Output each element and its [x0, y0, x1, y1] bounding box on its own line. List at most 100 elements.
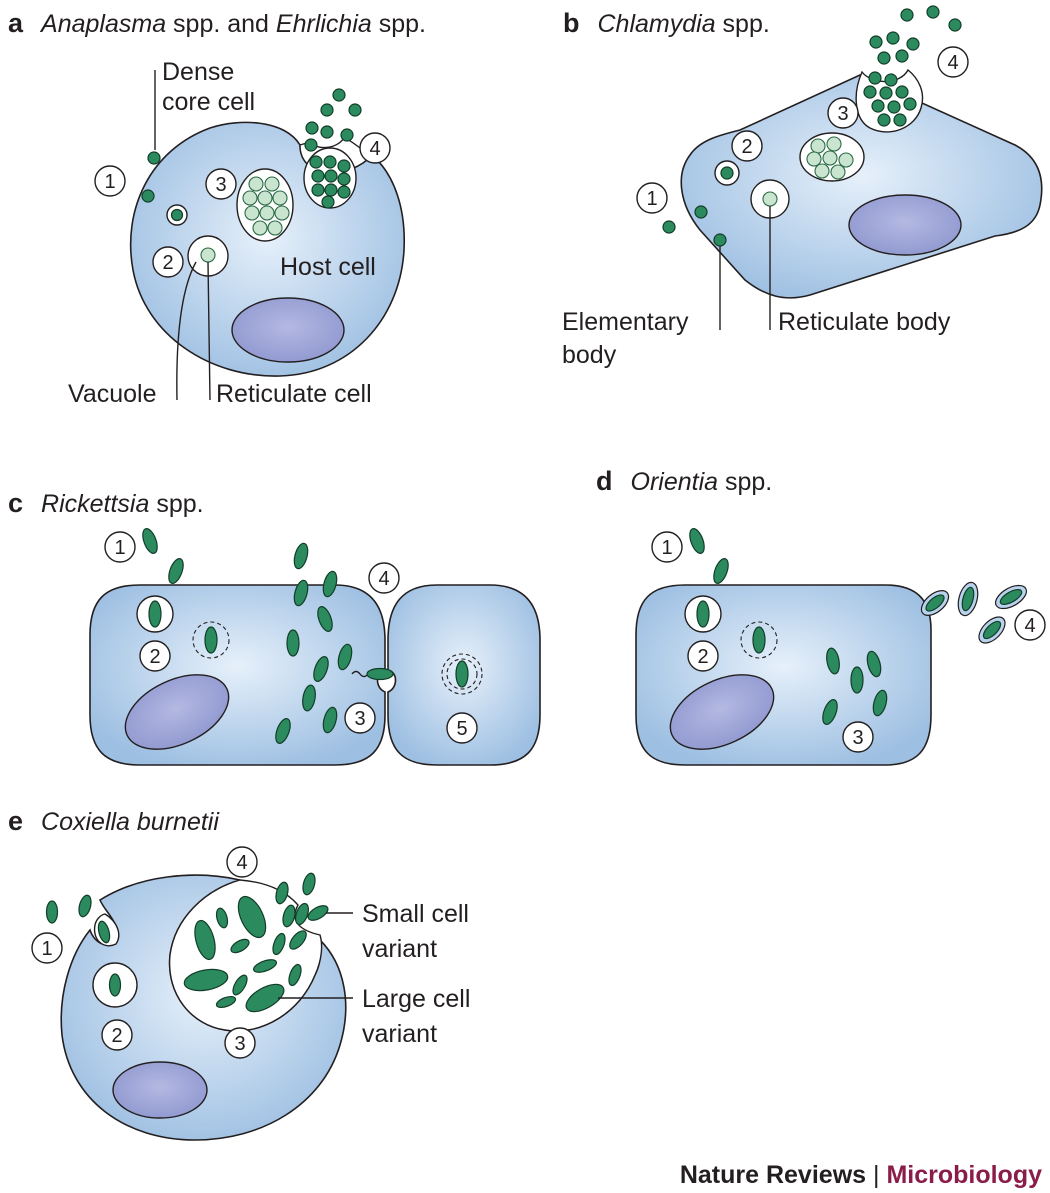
- panel-d-budding-bacteria: [920, 581, 1027, 644]
- panel-a-morula-bacteria: [242, 176, 290, 236]
- panel-e-nucleus: [112, 1061, 208, 1119]
- panel-d: d Orientia spp. 1 2: [596, 466, 1046, 766]
- panel-c-step-5: 5: [446, 712, 478, 744]
- svg-text:2: 2: [162, 252, 173, 274]
- panel-a-label-host: Host cell: [280, 253, 376, 281]
- panel-b-elementary-body-internalized: [720, 166, 734, 180]
- svg-text:3: 3: [852, 727, 863, 749]
- panel-b-label-reticulate: Reticulate body: [778, 308, 951, 336]
- panel-d-step-3: 3: [842, 721, 874, 753]
- svg-text:1: 1: [661, 537, 672, 559]
- svg-text:5: 5: [456, 718, 467, 740]
- panel-b-elementary-body-2: [694, 205, 708, 219]
- panel-a-vacuole-leader: [176, 261, 197, 401]
- panel-b: b Chlamydia spp. Eleme: [562, 5, 1043, 369]
- panel-d-step-1: 1: [651, 531, 683, 563]
- panel-c-double-membrane-outer: [441, 653, 483, 695]
- panel-d-step-2: 2: [687, 640, 719, 672]
- panel-e-step-1: 1: [31, 932, 63, 964]
- panel-a-dense-core-extracellular: [147, 151, 161, 165]
- panel-e-vacuole-bacteria: [183, 895, 302, 1013]
- panel-b-step-3: 3: [827, 97, 859, 129]
- panel-a-step-4: 4: [359, 132, 391, 164]
- panel-e-label-small-2: variant: [362, 935, 437, 963]
- panel-e: e Coxiella burnetii: [8, 806, 470, 1141]
- panel-e-early-vacuole-bacterium: [108, 973, 122, 997]
- panel-e-entering-bacterium: [97, 920, 111, 944]
- panel-d-title-text: spp.: [718, 468, 772, 496]
- panel-b-release-inclusion: [855, 68, 924, 133]
- svg-text:4: 4: [378, 568, 389, 590]
- svg-text:2: 2: [741, 136, 752, 158]
- panel-d-nucleus: [669, 674, 775, 750]
- panel-c-protruding-bacterium: [366, 667, 394, 681]
- panel-b-inclusion-bacteria: [806, 136, 854, 180]
- panel-d-lysed-vacuole: [740, 621, 778, 659]
- panel-letter-a: a: [8, 8, 24, 38]
- panel-d-step-4: 4: [1014, 609, 1046, 641]
- panel-e-title-species: Coxiella burnetii: [41, 808, 220, 836]
- panel-a-step-1: 1: [94, 165, 126, 197]
- panel-a-title-text-2: spp.: [372, 10, 426, 38]
- panel-b-title-genus: Chlamydia: [598, 10, 716, 38]
- svg-text:3: 3: [837, 103, 848, 125]
- panel-a-label-reticulate: Reticulate cell: [216, 380, 372, 408]
- panel-e-released-bacteria: [275, 872, 329, 950]
- panel-d-cytosolic-bacteria: [689, 528, 888, 725]
- panel-b-label-elementary-1: Elementary: [562, 308, 689, 336]
- svg-text:1: 1: [646, 188, 657, 210]
- panel-c-nucleus: [124, 674, 230, 750]
- svg-text:3: 3: [354, 708, 365, 730]
- svg-text:4: 4: [947, 52, 958, 74]
- panel-c-actin-tail: [351, 670, 369, 678]
- panel-letter-e: e: [8, 806, 23, 836]
- panel-b-nucleus: [848, 194, 962, 256]
- panel-c-cytosolic-bacteria: [142, 528, 353, 744]
- panel-c-step-2: 2: [139, 640, 171, 672]
- panel-c-double-membrane-inner: [446, 658, 478, 690]
- panel-d-title-genus: Orientia: [631, 468, 719, 496]
- panel-a-dense-core-bacterium: [170, 208, 184, 222]
- panel-d-vacuole-bacterium: [696, 600, 710, 628]
- svg-text:2: 2: [149, 646, 160, 668]
- panel-c-lysed-vacuole: [192, 621, 230, 659]
- svg-text:a Anaplasma spp. and Ehr: a Anaplasma spp. and Ehrlichia spp.: [8, 8, 426, 38]
- panel-a-reticulate-cell: [200, 247, 216, 263]
- panel-a-label-dense-1: Dense: [162, 58, 234, 86]
- panel-e-label-small-1: Small cell: [362, 900, 469, 928]
- panel-b-released-bacteria: [863, 5, 962, 127]
- panel-letter-b: b: [563, 8, 580, 38]
- svg-text:4: 4: [236, 852, 247, 874]
- panel-c-step-1: 1: [104, 531, 136, 563]
- panel-a-dense-core-attaching: [141, 189, 155, 203]
- panel-letter-d: d: [596, 466, 613, 496]
- panel-c-step-3: 3: [344, 702, 376, 734]
- svg-text:4: 4: [369, 138, 380, 160]
- panel-c-title-genus: Rickettsia: [41, 490, 149, 518]
- panel-c: c Rickettsia spp. 1 2: [8, 488, 541, 766]
- panel-a-label-vacuole: Vacuole: [68, 380, 157, 408]
- svg-text:1: 1: [41, 938, 52, 960]
- panel-a-title-genus-1: Anaplasma: [39, 10, 166, 38]
- panel-a-step-3: 3: [205, 168, 237, 200]
- panel-b-step-2: 2: [731, 130, 763, 162]
- panel-a-reticulate-leader: [207, 261, 211, 401]
- panel-e-scv-extracellular-2: [78, 894, 92, 918]
- svg-text:2: 2: [111, 1025, 122, 1047]
- panel-b-step-4: 4: [937, 46, 969, 78]
- panel-e-scv-extracellular-1: [45, 900, 59, 924]
- journal-section: Microbiology: [886, 1161, 1042, 1189]
- svg-text:3: 3: [215, 174, 226, 196]
- journal-credit: Nature Reviews | Microbiology: [680, 1161, 1042, 1189]
- panel-e-step-4: 4: [226, 846, 258, 878]
- panel-a-released-bacteria: [304, 88, 362, 209]
- panel-b-step-1: 1: [636, 182, 668, 214]
- panel-e-label-large-2: variant: [362, 1020, 437, 1048]
- svg-text:3: 3: [234, 1033, 245, 1055]
- panel-e-step-3: 3: [224, 1027, 256, 1059]
- svg-text:4: 4: [1024, 615, 1035, 637]
- panel-a-nucleus: [231, 297, 345, 363]
- journal-name: Nature Reviews: [680, 1161, 866, 1189]
- panel-a: a Anaplasma spp. and Ehrlichia spp.: [8, 8, 426, 408]
